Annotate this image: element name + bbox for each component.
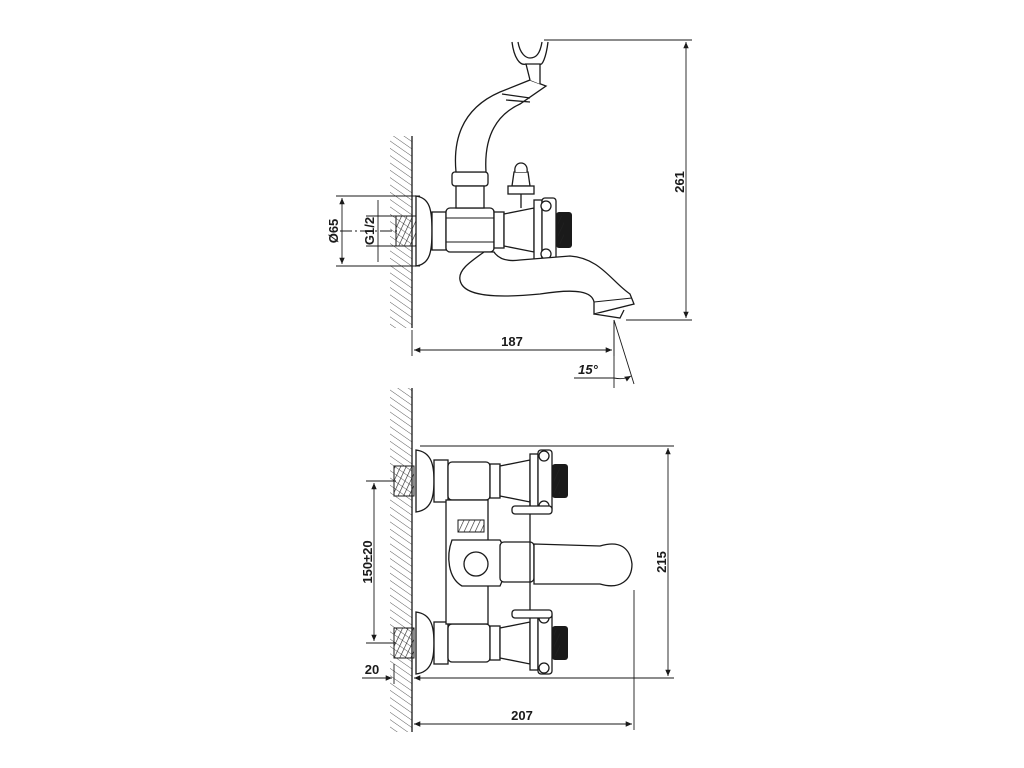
dim-thread: G1/2: [362, 200, 398, 262]
dim-height-label: 261: [672, 171, 687, 193]
dim-height-261: 261: [544, 39, 692, 321]
inlet-lower-top: [393, 611, 568, 675]
dim-flange-dia: Ø65: [326, 195, 420, 267]
flange-side: [415, 195, 433, 267]
dim-thread-label: G1/2: [362, 217, 377, 245]
dim-depth-207-label: 207: [511, 708, 533, 723]
dim-flange-dia-label: Ø65: [326, 219, 341, 244]
dim-offset-label: 20: [365, 662, 379, 677]
dim-depth-187: 187: [411, 322, 615, 356]
dim-depth-label: 187: [501, 334, 523, 349]
diverter-knob-side: [507, 162, 535, 208]
top-view: 215 207 150±20 20: [360, 388, 674, 732]
wall-top: [390, 388, 413, 732]
spout-side: [459, 251, 635, 315]
dim-width-215: 215: [420, 445, 674, 679]
threaded-inlet-side: [395, 215, 417, 247]
spout-top: [533, 543, 633, 587]
dim-spacing: 150±20: [360, 480, 396, 644]
shower-holder-arm: [451, 41, 549, 209]
dim-width-label: 215: [654, 551, 669, 573]
dim-angle-label: 15°: [578, 362, 598, 377]
dim-spacing-label: 150±20: [360, 540, 375, 583]
dim-angle-15: 15°: [574, 319, 635, 388]
side-view: 261 187 15° Ø65 G1/2: [326, 39, 692, 388]
dim-offset: 20: [362, 662, 440, 684]
dim-depth-207: 207: [411, 590, 635, 730]
